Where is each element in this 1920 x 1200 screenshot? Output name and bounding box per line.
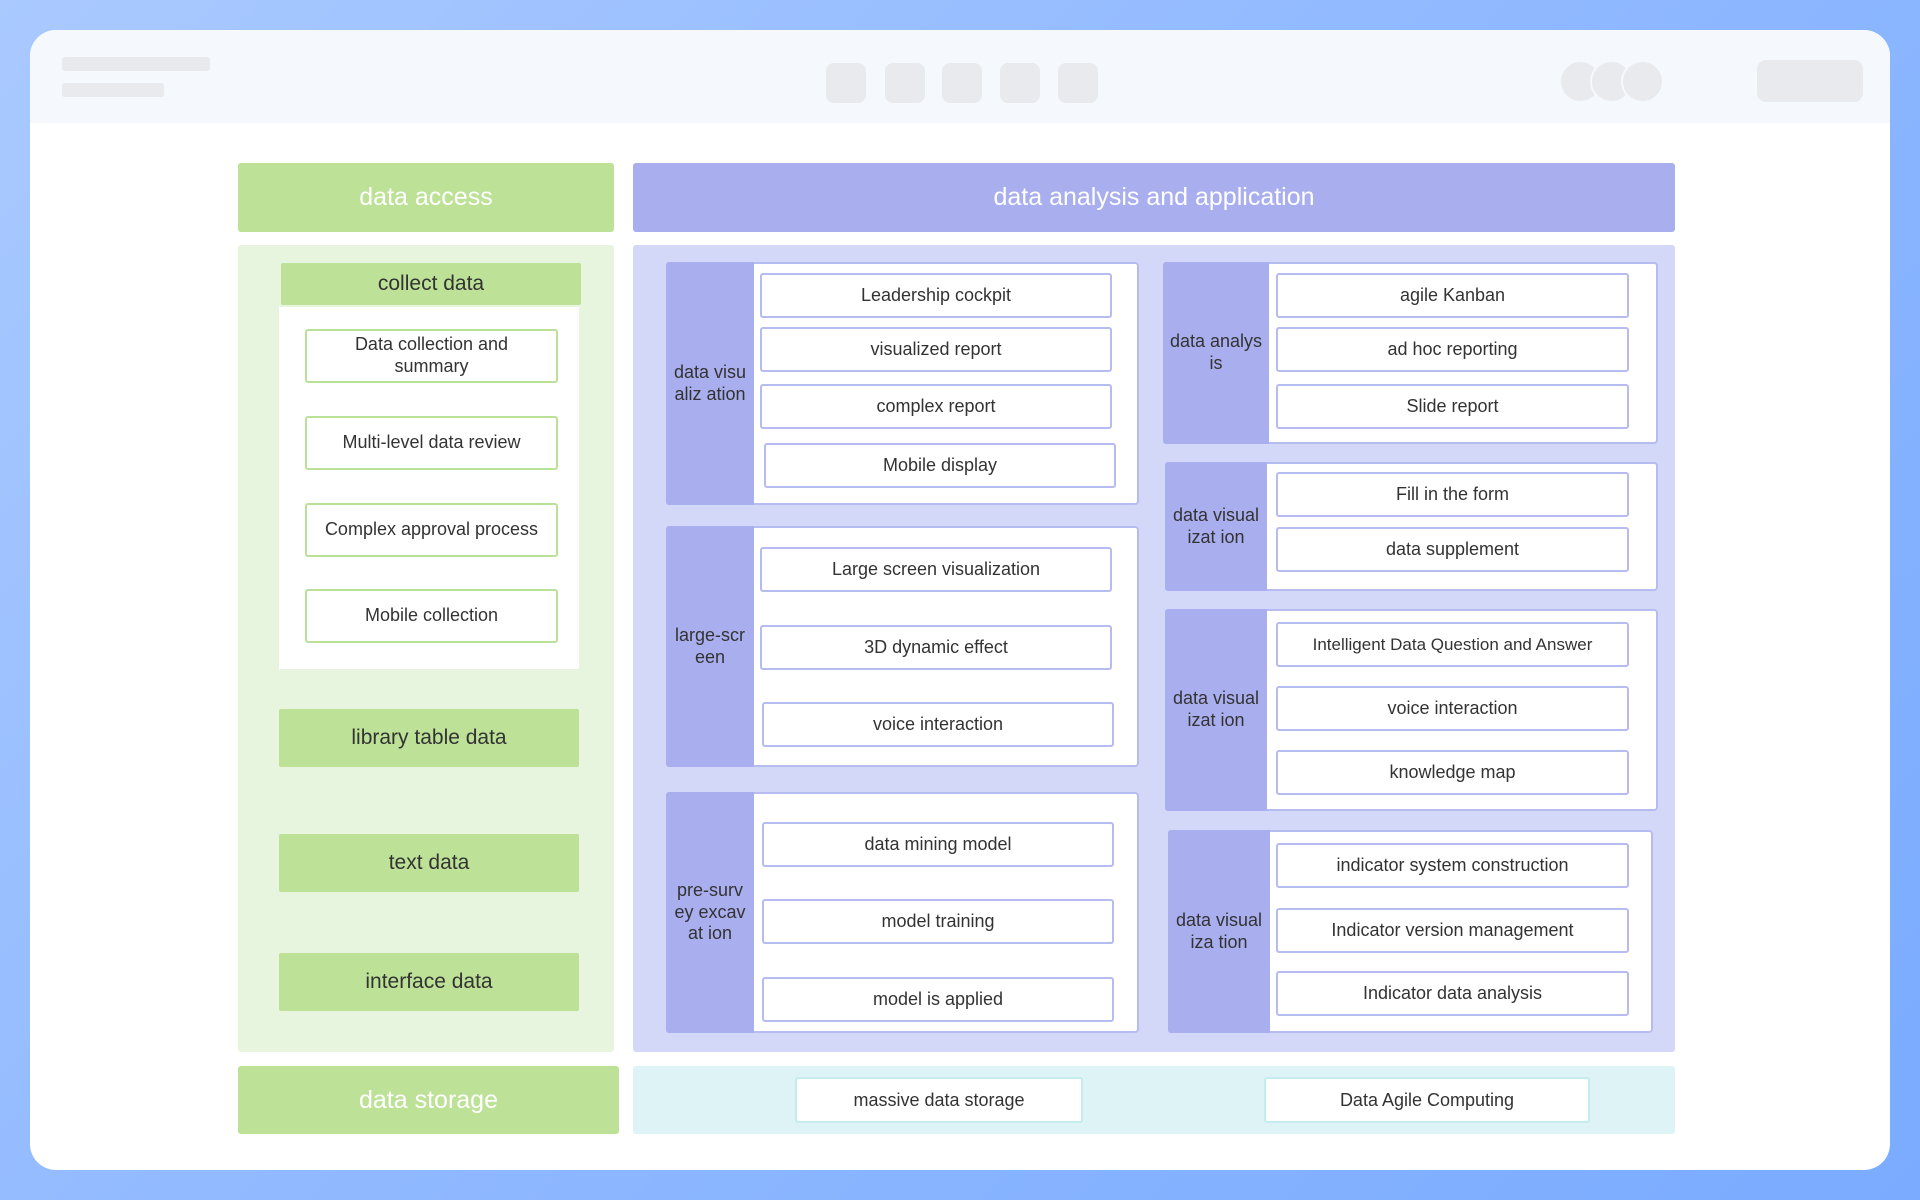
collect-item: Data collection and summary	[305, 329, 558, 383]
toolbar-button-3[interactable]	[942, 63, 982, 103]
group-label: data visualiza tion	[1168, 830, 1270, 1033]
analysis-item: model training	[762, 899, 1114, 944]
collect-item: Multi-level data review	[305, 416, 558, 470]
analysis-item: Fill in the form	[1276, 472, 1629, 517]
analysis-item: indicator system construction	[1276, 843, 1629, 888]
avatar-3[interactable]	[1621, 60, 1664, 103]
analysis-item: voice interaction	[762, 702, 1114, 747]
storage-item: Data Agile Computing	[1264, 1077, 1590, 1123]
toolbar-button-2[interactable]	[885, 63, 925, 103]
collect-data-header: collect data	[281, 263, 581, 305]
analysis-item: Slide report	[1276, 384, 1629, 429]
collect-item: Mobile collection	[305, 589, 558, 643]
analysis-item: voice interaction	[1276, 686, 1629, 731]
group-label: pre-survey excavat ion	[666, 792, 754, 1033]
action-button[interactable]	[1757, 60, 1863, 102]
group-label: large-screen	[666, 526, 754, 767]
data-storage-header: data storage	[238, 1066, 619, 1134]
collect-item: Complex approval process	[305, 503, 558, 557]
title-placeholder	[62, 57, 210, 71]
analysis-item: model is applied	[762, 977, 1114, 1022]
analysis-item: visualized report	[760, 327, 1112, 372]
subtitle-placeholder	[62, 83, 164, 97]
storage-item: massive data storage	[795, 1077, 1083, 1123]
analysis-item: Mobile display	[764, 443, 1116, 488]
analysis-item: data supplement	[1276, 527, 1629, 572]
group-label: data visualizat ion	[1165, 462, 1267, 591]
source-text: text data	[279, 834, 579, 892]
group-label: data analysis	[1163, 262, 1269, 444]
source-interface: interface data	[279, 953, 579, 1011]
analysis-item: Leadership cockpit	[760, 273, 1112, 318]
analysis-item: Indicator version management	[1276, 908, 1629, 953]
analysis-header: data analysis and application	[633, 163, 1675, 232]
analysis-item: 3D dynamic effect	[760, 625, 1112, 670]
data-access-header: data access	[238, 163, 614, 232]
analysis-item: Indicator data analysis	[1276, 971, 1629, 1016]
analysis-item: Large screen visualization	[760, 547, 1112, 592]
group-label: data visualizat ion	[1165, 609, 1267, 811]
analysis-item: data mining model	[762, 822, 1114, 867]
analysis-item: ad hoc reporting	[1276, 327, 1629, 372]
analysis-item: agile Kanban	[1276, 273, 1629, 318]
analysis-item: complex report	[760, 384, 1112, 429]
analysis-item: knowledge map	[1276, 750, 1629, 795]
analysis-item: Intelligent Data Question and Answer	[1276, 622, 1629, 667]
top-bar	[30, 30, 1890, 123]
toolbar-button-1[interactable]	[826, 63, 866, 103]
toolbar-button-4[interactable]	[1000, 63, 1040, 103]
group-label: data visualiz ation	[666, 262, 754, 505]
source-library-table: library table data	[279, 709, 579, 767]
toolbar-button-5[interactable]	[1058, 63, 1098, 103]
